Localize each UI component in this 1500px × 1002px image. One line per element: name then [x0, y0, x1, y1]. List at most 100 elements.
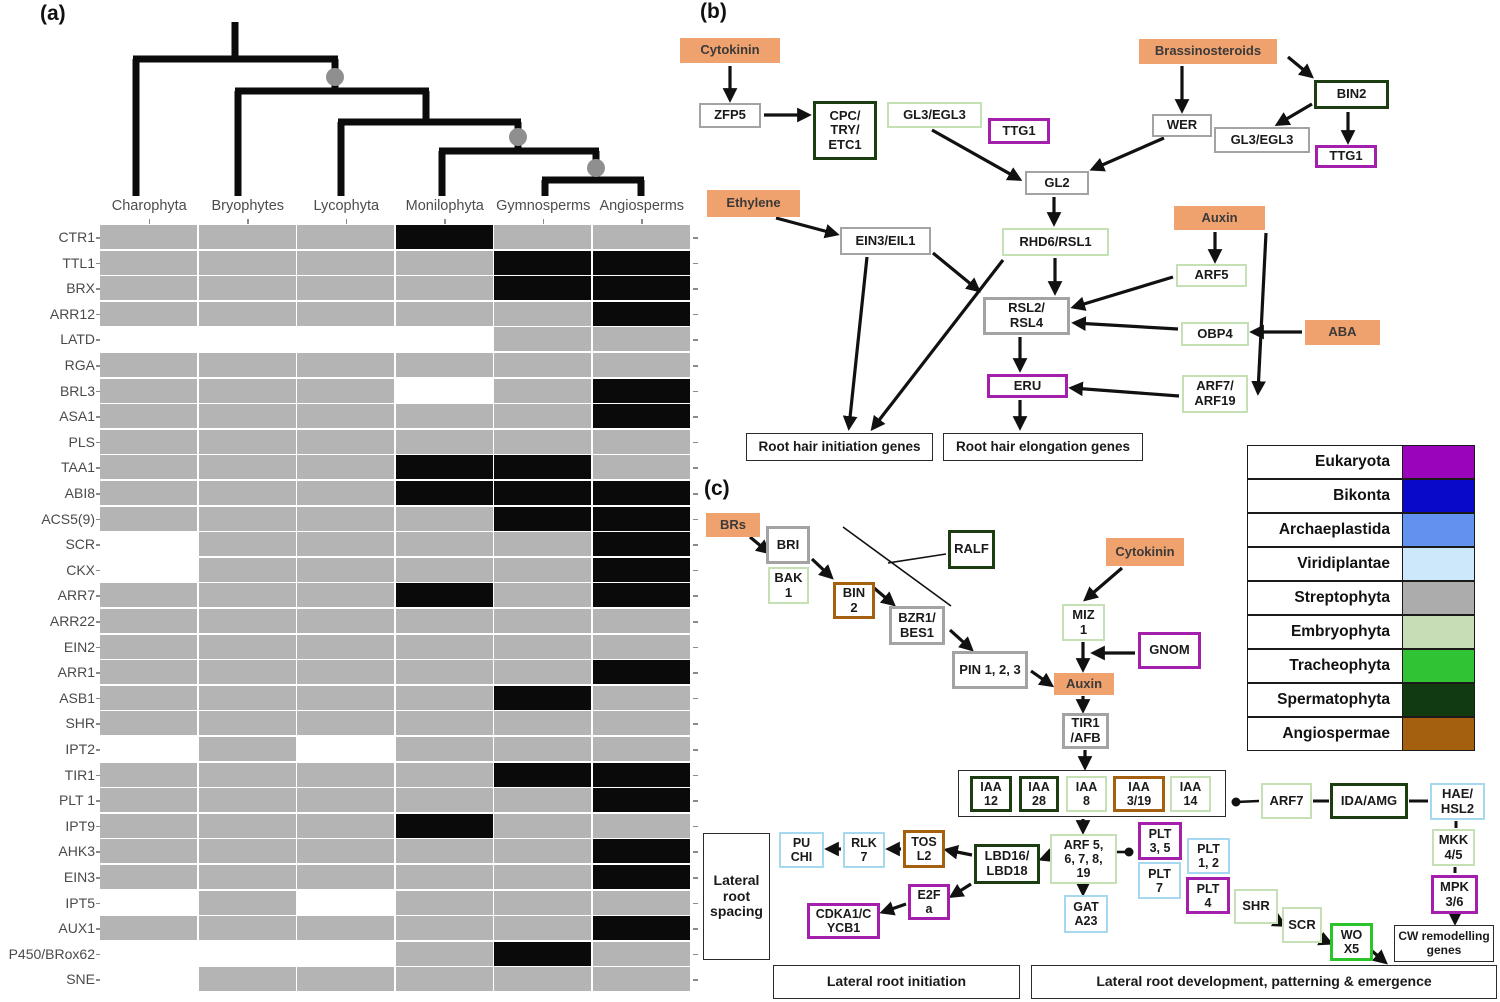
matrix-cell [297, 788, 394, 813]
matrix-cell [592, 788, 690, 813]
left-axis-tick [96, 493, 101, 495]
right-axis-tick [693, 800, 698, 802]
matrix-cell [198, 967, 296, 992]
node-obp4: OBP4 [1181, 322, 1249, 346]
matrix-cell [198, 813, 296, 838]
matrix-cell [100, 762, 197, 787]
column-header: Monilophyta [405, 198, 484, 214]
matrix-cell [592, 250, 690, 275]
matrix-cell [494, 916, 591, 941]
matrix-cell [592, 353, 690, 377]
matrix-cell [297, 967, 394, 992]
column-header: Charophyta [111, 198, 187, 214]
matrix-cell [395, 455, 493, 480]
node-zfp5: ZFP5 [699, 103, 761, 128]
node-gata23: GAT A23 [1064, 895, 1108, 933]
matrix-cell [494, 634, 591, 659]
matrix-cell [395, 404, 493, 429]
gene-label: EIN2 [63, 638, 95, 655]
matrix-cell [100, 378, 197, 403]
gene-label: EIN3 [63, 869, 95, 885]
gene-label: TIR1 [64, 766, 95, 783]
matrix-cell [494, 967, 591, 992]
matrix-cell [297, 353, 394, 377]
node-rsl2-rsl4: RSL2/ RSL4 [983, 297, 1070, 335]
blunt-connector [1235, 799, 1260, 804]
matrix-cell [100, 404, 197, 429]
matrix-cell [494, 865, 591, 889]
right-axis-tick [693, 313, 698, 316]
matrix-cell [198, 378, 296, 403]
gene-label: ABI8 [64, 485, 95, 501]
gene-label: PLS [68, 433, 95, 450]
node-brassinosteroids: Brassinosteroids [1139, 39, 1277, 64]
matrix-cell [592, 685, 690, 710]
matrix-cell [198, 455, 296, 480]
matrix-cell [494, 455, 591, 480]
gene-label: SNE [66, 971, 95, 988]
right-axis-tick [693, 979, 698, 981]
gene-label: AUX1 [58, 920, 95, 937]
arrow [1089, 136, 1165, 172]
matrix-cell [297, 481, 394, 505]
left-axis-tick [96, 851, 101, 853]
legend-label: Tracheophyta [1247, 649, 1403, 683]
matrix-cell [395, 609, 493, 633]
node-lateral-root-development: Lateral root development, patterning & e… [1031, 965, 1497, 999]
arrow [1083, 566, 1124, 602]
top-axis-tick [641, 219, 643, 224]
matrix-cell [395, 506, 493, 531]
matrix-cell [198, 532, 296, 557]
tree-node-circle [509, 128, 527, 146]
legend-row: Archaeplastida [1247, 513, 1475, 547]
left-axis-tick [96, 621, 101, 623]
node-brs: BRs [706, 513, 760, 537]
gene-label: SCR [65, 536, 95, 553]
matrix-cell [592, 762, 690, 787]
left-axis-tick [96, 390, 101, 393]
matrix-cell [100, 225, 197, 249]
matrix-cell [297, 762, 394, 787]
matrix-cell [395, 788, 493, 813]
matrix-cell [198, 327, 296, 352]
matrix-cell [100, 353, 197, 377]
matrix-cell [100, 250, 197, 275]
matrix-cell [100, 737, 197, 761]
top-axis-tick [345, 219, 348, 224]
right-axis-tick [693, 416, 698, 418]
gene-label: IPT9 [65, 817, 95, 834]
gene-label: IPT2 [65, 741, 95, 757]
right-axis-tick [693, 749, 698, 751]
arrow [943, 844, 973, 860]
matrix-cell [494, 378, 591, 403]
matrix-cell [395, 865, 493, 889]
matrix-cell [395, 660, 493, 685]
left-axis-tick [96, 877, 101, 879]
arrow [1030, 669, 1055, 688]
matrix-cell [494, 225, 591, 249]
legend-label: Archaeplastida [1247, 513, 1403, 547]
matrix-cell [297, 301, 394, 326]
node-wer: WER [1152, 114, 1212, 137]
matrix-cell [198, 839, 296, 864]
right-axis-tick [693, 595, 698, 597]
legend-row: Bikonta [1247, 479, 1475, 513]
matrix-cell [494, 481, 591, 505]
node-arf5: ARF5 [1176, 264, 1247, 287]
matrix-cell [592, 532, 690, 557]
panel-b-label: (b) [700, 0, 727, 23]
matrix-cell [592, 455, 690, 480]
matrix-cell [494, 353, 591, 377]
blunt-end-ball [1231, 797, 1241, 807]
gene-label: AHK3 [58, 843, 95, 860]
matrix-cell [395, 711, 493, 736]
matrix-cell [198, 225, 296, 249]
top-axis-tick [148, 219, 151, 224]
matrix-cell [395, 378, 493, 403]
arrow [1038, 848, 1055, 863]
left-axis-tick [96, 416, 101, 418]
matrix-cell [297, 404, 394, 429]
matrix-cell [198, 865, 296, 889]
node-iaa8: IAA 8 [1066, 776, 1107, 812]
